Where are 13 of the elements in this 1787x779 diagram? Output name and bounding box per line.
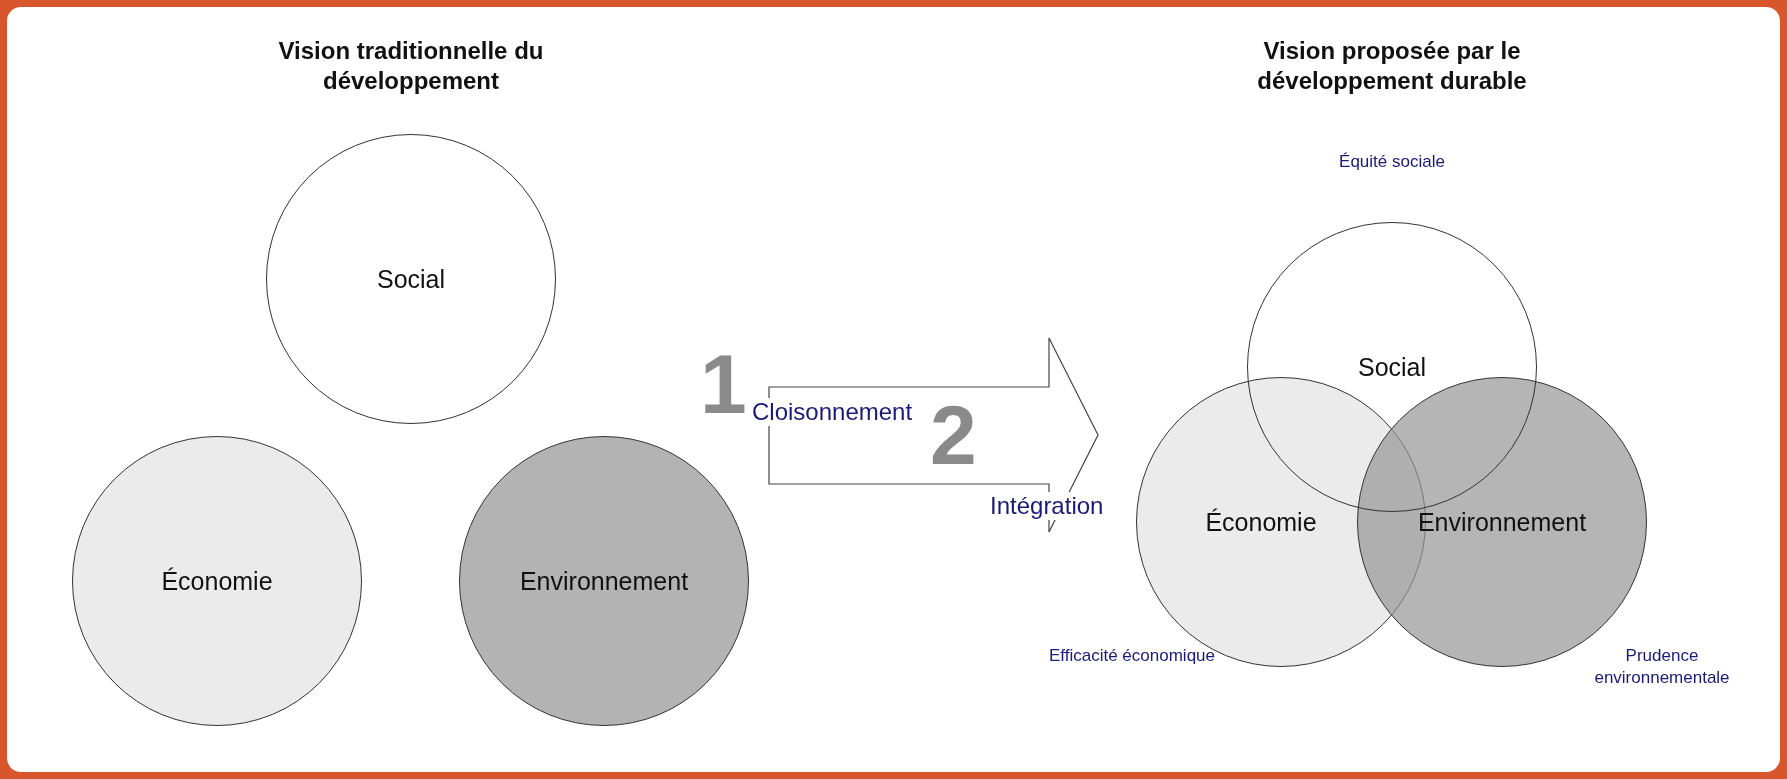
circle-label: Économie (161, 566, 273, 596)
node-label: Équité sociale (1338, 151, 1446, 173)
arrow-label: Intégration (990, 492, 1104, 520)
circle-label: Environnement (519, 566, 689, 596)
node-label: Efficacité économique (1048, 645, 1216, 667)
circle-label: Social (376, 264, 446, 294)
node-label: Prudence environnementale (1593, 645, 1731, 689)
circle-label: Économie (1205, 507, 1317, 537)
circle-label: Social (1357, 352, 1427, 382)
circle-label: Environnement (1417, 507, 1587, 537)
arrow-label: Cloisonnement (752, 398, 913, 426)
heading: Vision traditionnelle du développement (277, 36, 545, 96)
heading: Vision proposée par le développement durable (1256, 36, 1528, 96)
